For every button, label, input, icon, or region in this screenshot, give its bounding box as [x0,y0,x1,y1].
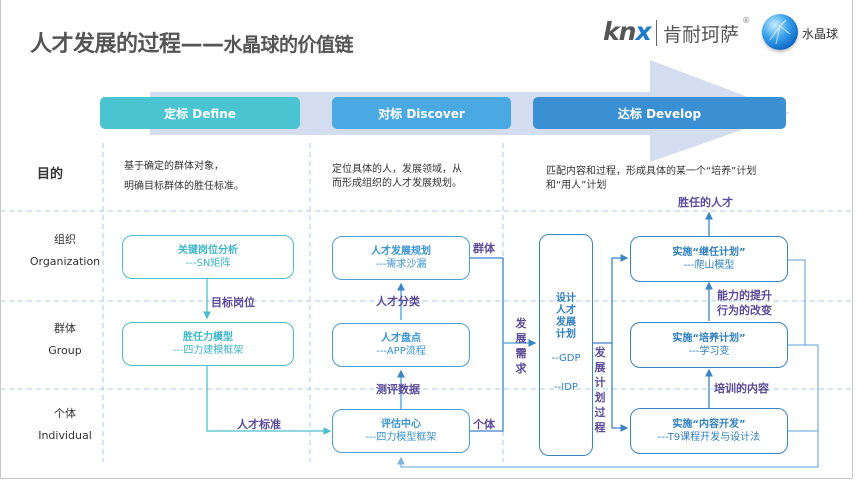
feedback-succession-training [788,259,806,346]
row-label-organization-cn: 组织 [54,233,76,246]
char: 发 [594,346,606,359]
box-title: 设计 人才 发展 计划 [540,293,592,341]
box-training-plan: 实施“培养计划” ---学习变 [630,322,788,368]
product-name: 水晶球 [802,27,839,41]
char: 程 [594,421,606,434]
char: 划 [594,391,606,404]
row-label-individual-en: Individual [38,429,92,442]
box-title-line: 计划 [556,329,576,340]
row-label-organization-en: Organization [29,255,101,268]
purpose-develop-line-1: 匹配内容和过程，形成具体的某一个“培养”计划 [546,166,757,177]
box-subtitle: ---APP流程 [376,346,426,357]
stage-discover: 对标 Discover [332,97,511,129]
box-subtitle: ---四力模型框架 [365,432,437,443]
box-title-line: 发展 [556,317,576,328]
box-talent-review: 人才盘点 ---APP流程 [332,323,470,367]
box-subtitle: ---四力建模框架 [172,345,244,356]
title-dash: —— [180,32,225,57]
row-label-group: 群体 Group [15,318,115,362]
purpose-define: 基于确定的群体对象， 明确目标群体的胜任标准。 [124,157,244,197]
logo-divider [656,20,657,46]
char: 展 [594,361,606,374]
box-subtitle: ---T9课程开发与设计法 [657,432,761,443]
arrow-to-succession [593,254,629,344]
label-target-position: 目标岗位 [211,296,255,309]
box-subtitle: ---SN矩阵 [185,258,231,269]
label-group: 群体 [473,242,495,255]
box-competency-model: 胜任力模型 ---四力建模框架 [122,322,294,366]
purpose-discover-line-1: 定位具体的人，发展领域，从 [332,164,462,175]
box-content-development: 实施“内容开发” ---T9课程开发与设计法 [630,408,788,454]
row-label-organization: 组织 Organization [15,229,115,273]
purpose-define-line-1: 基于确定的群体对象， [124,161,224,172]
label-training-content: 培训的内容 [714,382,769,395]
char: 需 [515,347,527,360]
box-assessment-center: 评估中心 ---四力模型框架 [332,409,470,453]
char: 求 [515,362,527,375]
label-individual: 个体 [473,418,495,431]
box-design-development-plan: 设计 人才 发展 计划 --GDP --IDP [539,234,593,456]
feedback-to-assessment [397,431,819,468]
box-title: 实施“培养计划” [672,333,746,344]
label-development-need: 发 展 需 求 [514,316,528,376]
arrow-talent-standard [206,366,332,435]
box-succession-plan: 实施“继任计划” ---爬山模型 [630,236,788,282]
idp-label: --IDP [554,382,578,393]
label-capability-line-2: 行为的改变 [717,304,772,317]
box-title-line: 设计 [556,293,576,304]
registered-mark: ® [742,16,750,25]
box-title: 胜任力模型 [183,332,233,343]
label-development-plan-process: 发 展 计 划 过 程 [593,345,607,435]
title-sub: 水晶球的价值链 [223,34,354,56]
brand-name-cn: 肯耐珂萨 [663,24,740,46]
crystal-ball-icon [762,14,798,50]
box-title: 关键岗位分析 [178,245,238,256]
box-key-position-analysis: 关键岗位分析 ---SN矩阵 [122,235,294,279]
row-label-group-en: Group [48,344,82,357]
box-talent-development-plan: 人才发展规划 ---需求沙漏 [332,236,470,280]
purpose-define-line-2: 明确目标群体的胜任标准。 [124,181,244,192]
row-label-individual: 个体 Individual [15,403,115,447]
label-talent-standard: 人才标准 [237,418,281,431]
purpose-discover: 定位具体的人，发展领域，从 而形成组织的人才发展规划。 [332,163,462,191]
knx-logo-kn: kn [603,17,636,46]
gdp-label: --GDP [551,353,581,364]
stage-develop: 达标 Develop [533,97,786,129]
knx-logo-x: x [635,17,651,46]
box-title: 评估中心 [381,419,421,430]
char: 计 [594,376,606,389]
stage-define: 定标 Define [100,97,300,129]
page-title: 人才发展的过程——水晶球的价值链 [30,26,354,58]
label-talent-category: 人才分类 [376,295,420,308]
char: 发 [515,317,527,330]
knx-logo: knx [603,17,652,46]
box-title: 实施“内容开发” [672,419,746,430]
box-subtitle: ---学习变 [688,346,730,357]
purpose-discover-line-2: 而形成组织的人才发展规划。 [332,178,462,189]
purpose-develop: 匹配内容和过程，形成具体的某一个“培养”计划 和“用人”计划 [546,165,756,193]
bracket-group-individual [469,257,504,432]
row-label-purpose: 目的 [36,167,63,182]
label-competent-talent: 胜任的人才 [678,196,733,209]
feedback-content-training [788,344,819,432]
box-title: 人才盘点 [381,333,421,344]
label-assessment-data: 测评数据 [376,383,420,396]
row-label-group-cn: 群体 [54,322,76,335]
box-subtitle: ---爬山模型 [683,260,735,271]
title-main: 人才发展的过程 [30,32,181,57]
box-title-line: 人才 [556,305,576,316]
label-capability-line-1: 能力的提升 [717,289,772,302]
label-capability-change: 能力的提升 行为的改变 [717,288,772,318]
purpose-develop-line-2: 和“用人”计划 [546,180,607,191]
box-subtitle: ---需求沙漏 [375,259,427,270]
char: 展 [515,332,527,345]
box-title: 实施“继任计划” [672,247,746,258]
arrow-to-content-dev [611,343,629,432]
char: 过 [594,406,606,419]
row-label-individual-cn: 个体 [54,407,76,420]
box-title: 人才发展规划 [371,246,431,257]
